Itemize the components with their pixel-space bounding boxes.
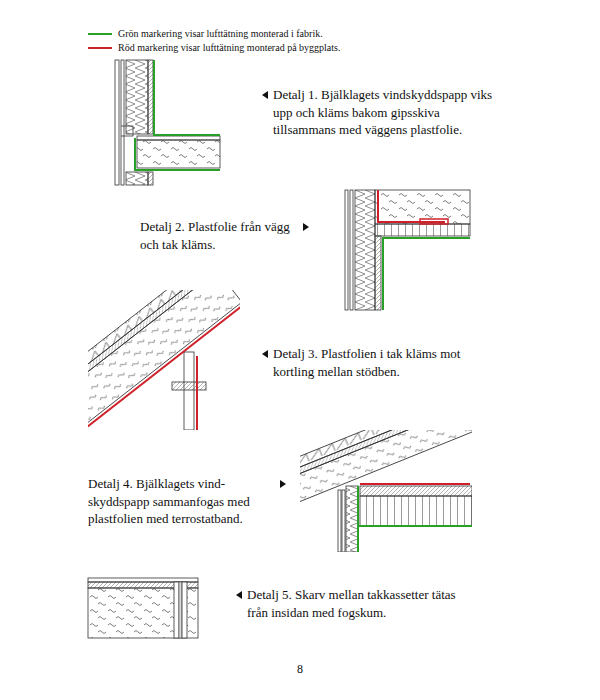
cladding	[345, 190, 348, 310]
legend-line-red	[88, 47, 112, 49]
page-number: 8	[280, 662, 320, 676]
detail-caption: Detalj 2. Plastfolie från vägg och tak k…	[140, 218, 298, 253]
gypsum-board	[148, 60, 153, 134]
detail-3-drawing	[18, 258, 243, 452]
legend-line-green	[88, 33, 112, 35]
site-seal	[360, 483, 470, 485]
detail-caption: Detalj 3. Plastfolien i tak kläms mot ko…	[273, 345, 485, 380]
site-seal	[378, 190, 445, 222]
wall-insulation	[126, 172, 148, 185]
gypsum-board	[148, 172, 153, 185]
joint-foam	[179, 582, 182, 638]
detail-5-drawing	[88, 578, 198, 638]
roof-layer	[88, 578, 198, 582]
roof-insulation	[300, 430, 472, 506]
pointer-triangle	[262, 350, 268, 358]
gypsum-board	[375, 236, 381, 310]
cladding	[338, 490, 341, 552]
wall-insulation	[126, 60, 148, 134]
detail-caption: Detalj 5. Skarv mellan takkassetter täta…	[247, 586, 462, 621]
site-seal	[196, 356, 198, 430]
pointer-triangle	[280, 480, 286, 488]
legend-entry: Röd markering visar lufttätning monterad…	[118, 42, 340, 54]
ceiling-element	[375, 224, 470, 236]
factory-seal	[383, 238, 470, 310]
floor-board	[137, 136, 220, 140]
cassette-edge	[182, 582, 187, 638]
site-seal	[88, 305, 240, 430]
wall-insulation	[346, 486, 358, 552]
ceiling-joists	[360, 496, 472, 526]
floor-insulation	[137, 140, 220, 168]
factory-seal	[135, 60, 220, 170]
detail-2-drawing	[345, 190, 470, 310]
wall-insulation	[355, 190, 375, 310]
roof-insulation	[375, 190, 470, 224]
pointer-triangle	[303, 223, 309, 231]
factory-seal	[358, 486, 472, 552]
cladding	[121, 60, 124, 185]
detail-caption: Detalj 1. Bjälklagets vindskyddspapp vik…	[273, 86, 495, 139]
support-stud	[184, 352, 194, 430]
cladding	[342, 490, 345, 552]
site-seal-clamp	[420, 219, 448, 224]
bracket	[121, 126, 133, 136]
legend-entry: Grön markering visar lufttätning montera…	[118, 28, 323, 40]
pointer-triangle	[236, 591, 242, 599]
detail-caption: Detalj 4. Bjälklagets vind- skyddspapp s…	[88, 475, 273, 528]
detail-1-drawing	[115, 60, 220, 185]
noggin	[172, 382, 206, 390]
detail-4-drawing	[273, 385, 493, 552]
cladding	[115, 60, 119, 185]
ceiling-board	[360, 486, 472, 496]
pointer-triangle	[262, 91, 268, 99]
cladding	[350, 190, 353, 310]
cassette-edge	[174, 582, 179, 638]
